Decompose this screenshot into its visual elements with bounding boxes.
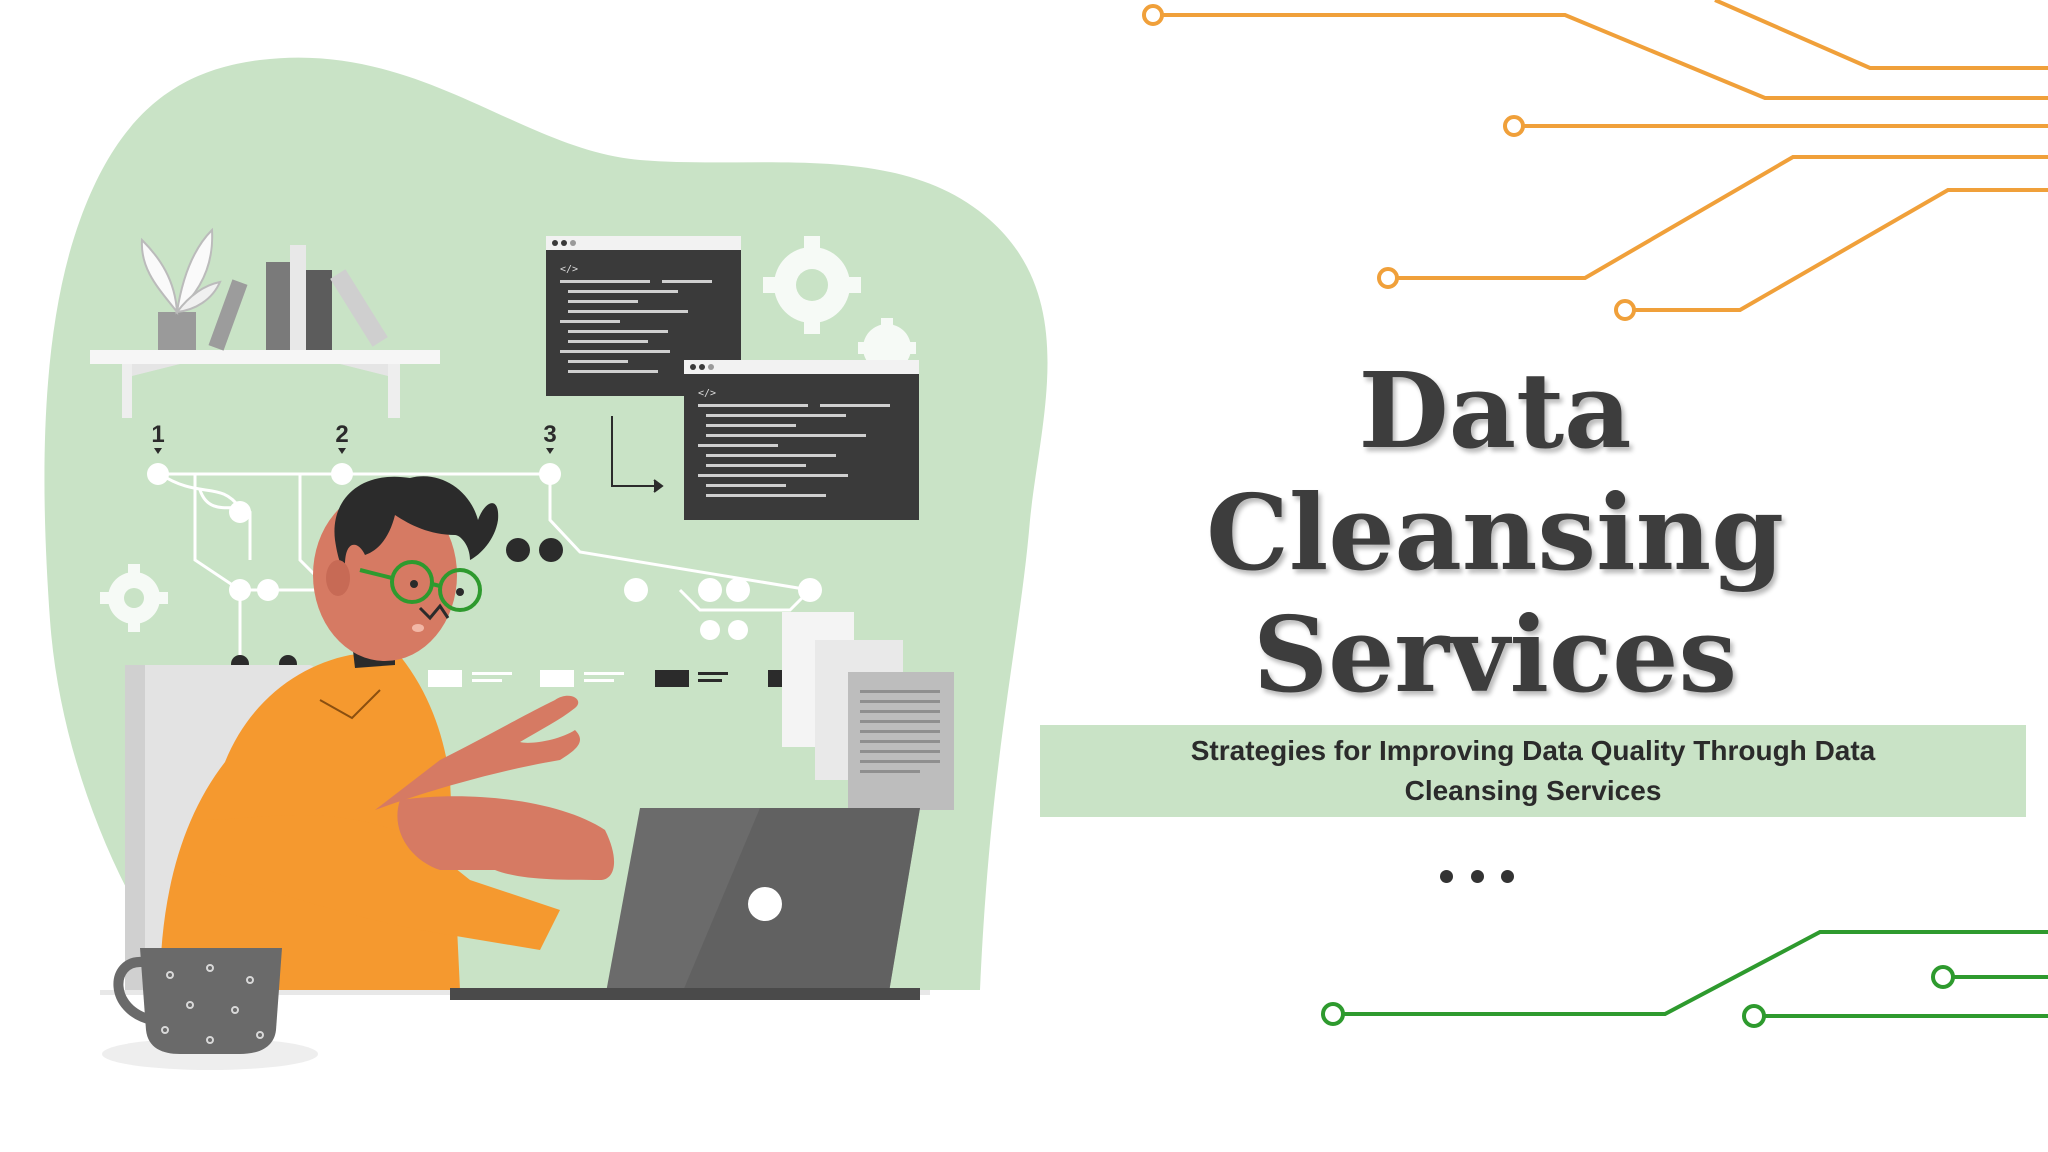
dot bbox=[1470, 869, 1484, 883]
dot bbox=[1501, 869, 1514, 883]
title-line: Services bbox=[1252, 593, 1738, 716]
circuit-lines-orange bbox=[1142, 0, 2048, 321]
step-label-2: 2 bbox=[335, 421, 348, 448]
code-window-icon: </> bbox=[684, 360, 919, 520]
svg-text:</>: </> bbox=[560, 264, 578, 275]
slide-subtitle: Strategies for Improving Data Quality Th… bbox=[1190, 735, 1876, 806]
books-icon bbox=[208, 245, 388, 351]
title-line: Data bbox=[1358, 349, 1632, 472]
shelf bbox=[90, 350, 440, 418]
svg-text:</>: </> bbox=[698, 388, 716, 399]
step-label-1: 1 bbox=[151, 421, 164, 448]
slide-title: Data Cleansing Services bbox=[1130, 350, 1860, 716]
gear-icon bbox=[100, 564, 168, 632]
dot bbox=[1440, 869, 1453, 883]
flow-arrow bbox=[611, 416, 664, 493]
circuit-lines-green bbox=[1321, 930, 2048, 1028]
gear-icon bbox=[763, 236, 861, 334]
title-line: Cleansing bbox=[1206, 471, 1784, 594]
glasses-icon bbox=[359, 560, 482, 612]
step-labels: 1 2 3 bbox=[151, 421, 556, 448]
person bbox=[160, 476, 615, 990]
subtitle-band: Strategies for Improving Data Quality Th… bbox=[1040, 725, 2026, 817]
step-markers bbox=[154, 448, 554, 454]
step-label-3: 3 bbox=[543, 421, 556, 448]
flow-nodes bbox=[147, 463, 822, 640]
laptop-icon bbox=[450, 808, 920, 1000]
ellipsis-icon bbox=[1440, 866, 1514, 886]
document-icon bbox=[782, 612, 954, 810]
plant-icon bbox=[140, 227, 222, 350]
coffee-mug-icon bbox=[102, 948, 318, 1070]
